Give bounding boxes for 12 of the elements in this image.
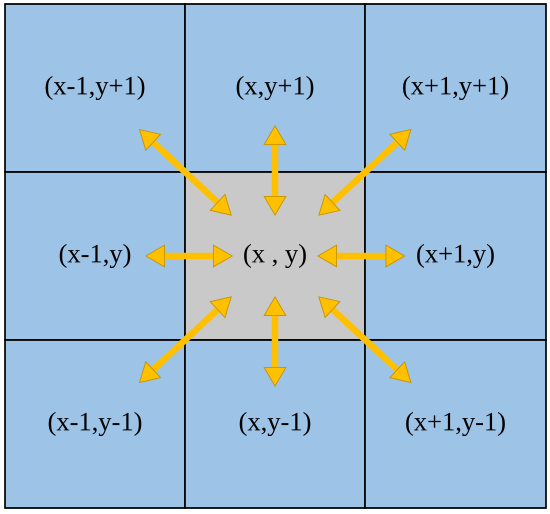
- grid-cell: (x+1,y+1): [364, 3, 547, 173]
- double-arrow: [145, 244, 233, 268]
- grid-cell: (x+1,y-1): [364, 339, 547, 509]
- grid-cell: (x-1,y+1): [4, 3, 186, 173]
- double-arrow: [263, 125, 287, 216]
- double-arrow: [317, 244, 406, 268]
- grid-cell: (x,y+1): [184, 3, 366, 173]
- double-arrow: [263, 296, 287, 387]
- grid-cell: (x-1,y-1): [4, 339, 186, 509]
- grid-cell: (x-1,y): [4, 171, 186, 341]
- grid-cell: (x+1,y): [364, 171, 547, 341]
- grid-cell: (x,y-1): [184, 339, 366, 509]
